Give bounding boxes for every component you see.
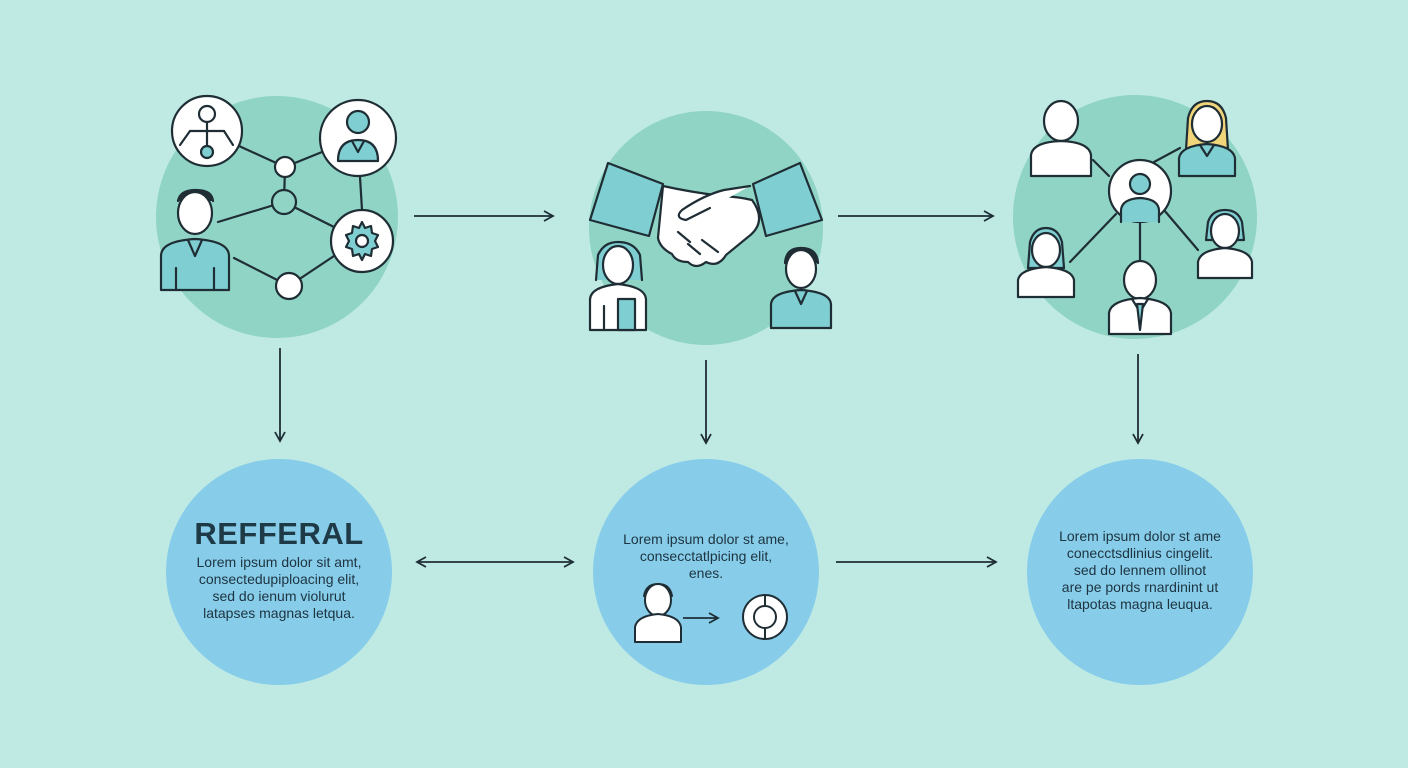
- middle-line: enes.: [688, 565, 724, 581]
- referral-line: consectedupiploacing elit,: [198, 571, 360, 587]
- referral-line: latapses magnas letqua.: [203, 605, 355, 621]
- referral-line: sed do ienum violurut: [212, 588, 346, 604]
- right-text-block: Lorem ipsum dolor st ame conecctsdlinius…: [1035, 528, 1245, 613]
- team-icon: [1068, 146, 1200, 264]
- person-icon: [588, 240, 648, 332]
- person-icon: [1107, 259, 1173, 336]
- person-icon: [769, 246, 833, 330]
- middle-text-block: Lorem ipsum dolor st ame, consecctatlpic…: [606, 531, 806, 582]
- person-icon: [1029, 99, 1093, 178]
- right-line: conecctsdlinius cingelit.: [1066, 545, 1214, 561]
- target-icon: [742, 594, 788, 640]
- right-line: Lorem ipsum dolor st ame: [1059, 528, 1221, 544]
- referral-circle: [166, 459, 392, 685]
- referral-text-block: REFFERAL Lorem ipsum dolor sit amt, cons…: [174, 516, 384, 622]
- network-icon: [159, 94, 398, 301]
- gear-icon: [329, 208, 395, 274]
- middle-line: consecctatlpicing elit,: [639, 548, 773, 564]
- right-line: are pe pords rnardinint ut: [1061, 579, 1219, 595]
- right-line: sed do lennem ollinot: [1073, 562, 1207, 578]
- person-icon: [1016, 226, 1076, 299]
- referral-title: REFFERAL: [194, 516, 364, 551]
- person-icon: [634, 583, 682, 643]
- right-line: ltapotas magna leuqua.: [1067, 596, 1213, 612]
- person-icon: [1177, 99, 1237, 178]
- person-icon: [159, 188, 231, 292]
- referral-line: Lorem ipsum dolor sit amt,: [196, 554, 362, 570]
- right-info-circle: [1027, 459, 1253, 685]
- handshake-icon: [588, 161, 824, 268]
- person-icon: [1196, 208, 1254, 280]
- middle-line: Lorem ipsum dolor st ame,: [623, 531, 789, 547]
